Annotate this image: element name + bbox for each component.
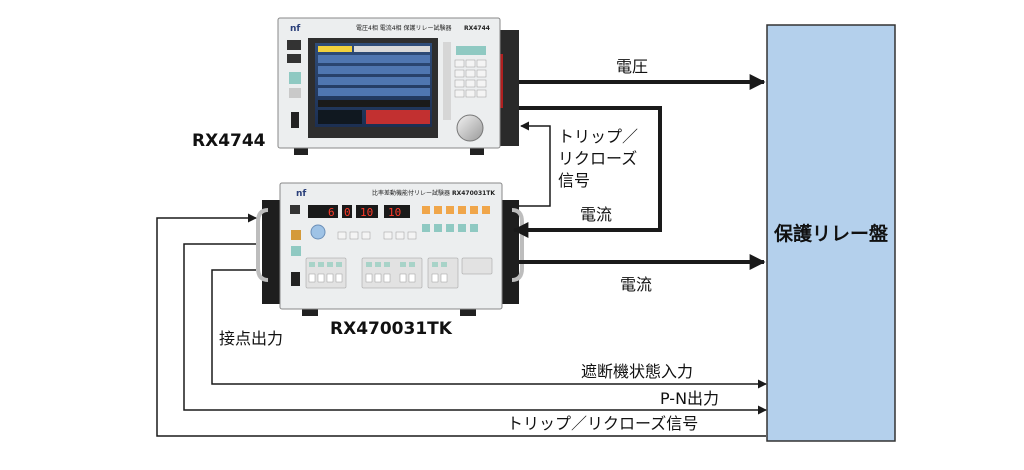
rx4744-knob bbox=[456, 114, 484, 142]
rx4744-header-model: RX4744 bbox=[464, 25, 490, 32]
trip-reclose-upper-line bbox=[519, 121, 551, 207]
voltage-label: 電圧 bbox=[616, 57, 648, 76]
rx4744-device: nf 電圧4相 電流4相 保護リレー試験器 RX4744 bbox=[277, 17, 519, 155]
current-feedback-label: 電流 bbox=[580, 205, 612, 224]
trip-reclose-upper-line-1: トリップ／ bbox=[558, 127, 638, 146]
rx4744-model-label: RX4744 bbox=[192, 131, 266, 151]
rx4744-header-text: 電圧4相 電流4相 保護リレー試験器 bbox=[356, 24, 451, 32]
current-feedback-line bbox=[512, 106, 662, 238]
connections bbox=[156, 74, 767, 437]
relay-panel-box bbox=[766, 24, 896, 442]
pn-output-label: P-N出力 bbox=[660, 389, 719, 408]
display-4: 10 bbox=[388, 206, 401, 219]
rx470031tk-model-label: RX470031TK bbox=[330, 319, 453, 339]
trip-reclose-upper-label: トリップ／ リクローズ信号 bbox=[558, 127, 638, 190]
rx470031tk-header-model: RX470031TK bbox=[452, 190, 495, 197]
breaker-status-label: 遮断機状態入力 bbox=[581, 362, 693, 381]
relay-panel-label: 保護リレー盤 bbox=[773, 222, 889, 245]
protection-relay-panel: 保護リレー盤 bbox=[766, 24, 896, 442]
trip-reclose-upper-line-2: リクローズ bbox=[558, 149, 637, 168]
rx470031tk-brand: nf bbox=[296, 189, 306, 199]
trip-reclose-lower-label: トリップ／リクローズ信号 bbox=[507, 414, 698, 433]
contact-output-label: 接点出力 bbox=[219, 329, 283, 348]
pn-output-line bbox=[183, 243, 767, 415]
rx470031tk-body bbox=[279, 182, 503, 310]
display-1: 6 bbox=[328, 206, 335, 219]
rx470031tk-header-text: 比率差動機能付リレー試験器 bbox=[372, 189, 450, 197]
rx4744-brand: nf bbox=[290, 24, 300, 34]
display-2: 0 bbox=[344, 206, 351, 219]
trip-reclose-lower-line bbox=[156, 213, 766, 437]
rx470031tk-device: nf 比率差動機能付リレー試験器 RX470031TK 6 0 10 10 bbox=[256, 182, 524, 316]
trip-reclose-upper-line-3: 信号 bbox=[558, 171, 590, 190]
breaker-status-line bbox=[211, 269, 767, 389]
current-output-label: 電流 bbox=[620, 275, 652, 294]
display-3: 10 bbox=[360, 206, 373, 219]
